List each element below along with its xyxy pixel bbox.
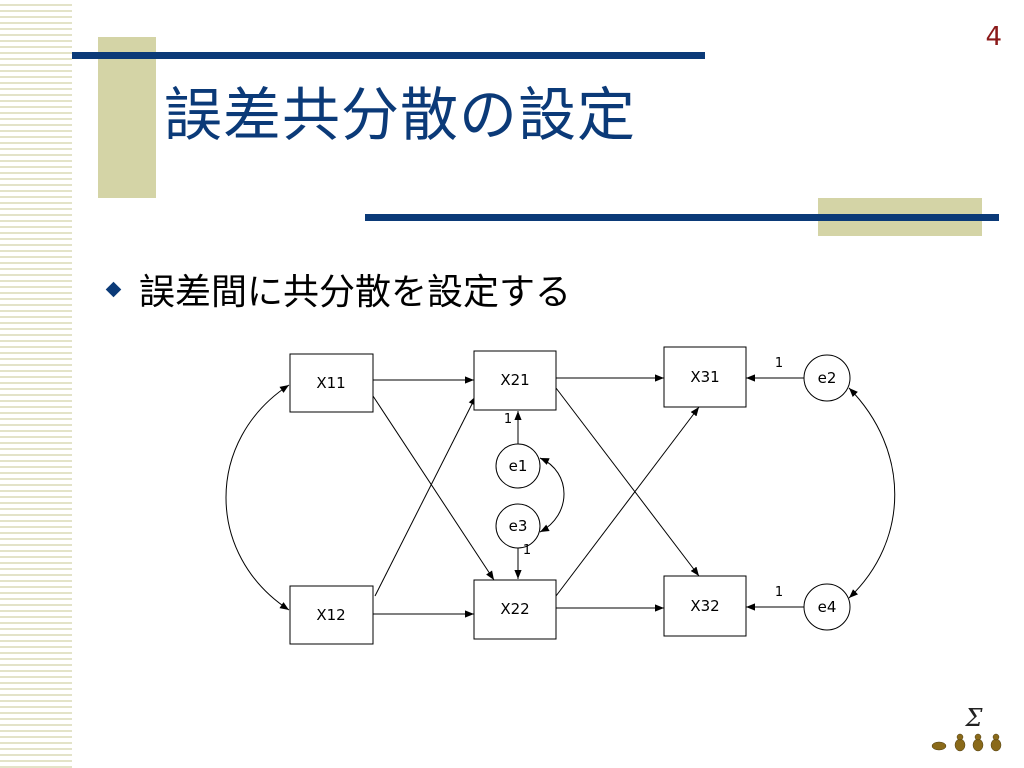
weight-e4-x32: 1	[775, 585, 783, 600]
circle-e2	[803, 354, 851, 402]
label-e1: e1	[509, 457, 528, 475]
box-x21	[473, 350, 557, 411]
label-x32: X32	[690, 597, 719, 615]
label-x21: X21	[500, 371, 529, 389]
label-x31: X31	[690, 368, 719, 386]
covariance-e2-e4	[848, 387, 896, 599]
sigma-icon: Σ	[965, 704, 984, 732]
label-e3: e3	[509, 517, 528, 535]
title-accent-box	[98, 37, 156, 198]
path-x22-x31	[555, 406, 700, 597]
box-x22	[473, 579, 557, 640]
circle-e4	[803, 583, 851, 631]
top-rule	[72, 52, 705, 59]
label-x22: X22	[500, 600, 529, 618]
left-stripe-decoration	[0, 0, 72, 768]
box-x11	[289, 353, 374, 413]
path-x21-x32	[555, 387, 700, 577]
covariance-x11-x12	[225, 384, 290, 611]
bullet-text: 誤差間に共分散を設定する	[139, 272, 572, 313]
label-x11: X11	[316, 374, 345, 392]
weight-e2-x31: 1	[775, 356, 783, 371]
path-x12-x21	[374, 395, 477, 597]
label-e4: e4	[818, 598, 837, 616]
bullet-item: 誤差間に共分散を設定する	[104, 263, 571, 315]
label-e2: e2	[818, 369, 837, 387]
label-x12: X12	[316, 606, 345, 624]
page-number: 4	[985, 22, 1002, 52]
covariance-e1-e3	[539, 457, 565, 533]
circle-e1	[495, 443, 541, 489]
corner-logo: Σ	[931, 704, 1002, 752]
slide-title: 誤差共分散の設定	[164, 81, 637, 149]
box-x12	[289, 585, 374, 645]
creatures-icon	[931, 733, 1002, 752]
path-x11-x22	[372, 395, 495, 581]
circle-e3	[495, 503, 541, 549]
box-x32	[663, 575, 747, 637]
weight-e3-x22: 1	[523, 543, 531, 558]
bottom-rule	[365, 214, 999, 221]
box-x31	[663, 346, 747, 408]
weight-e1-x21: 1	[504, 412, 512, 427]
